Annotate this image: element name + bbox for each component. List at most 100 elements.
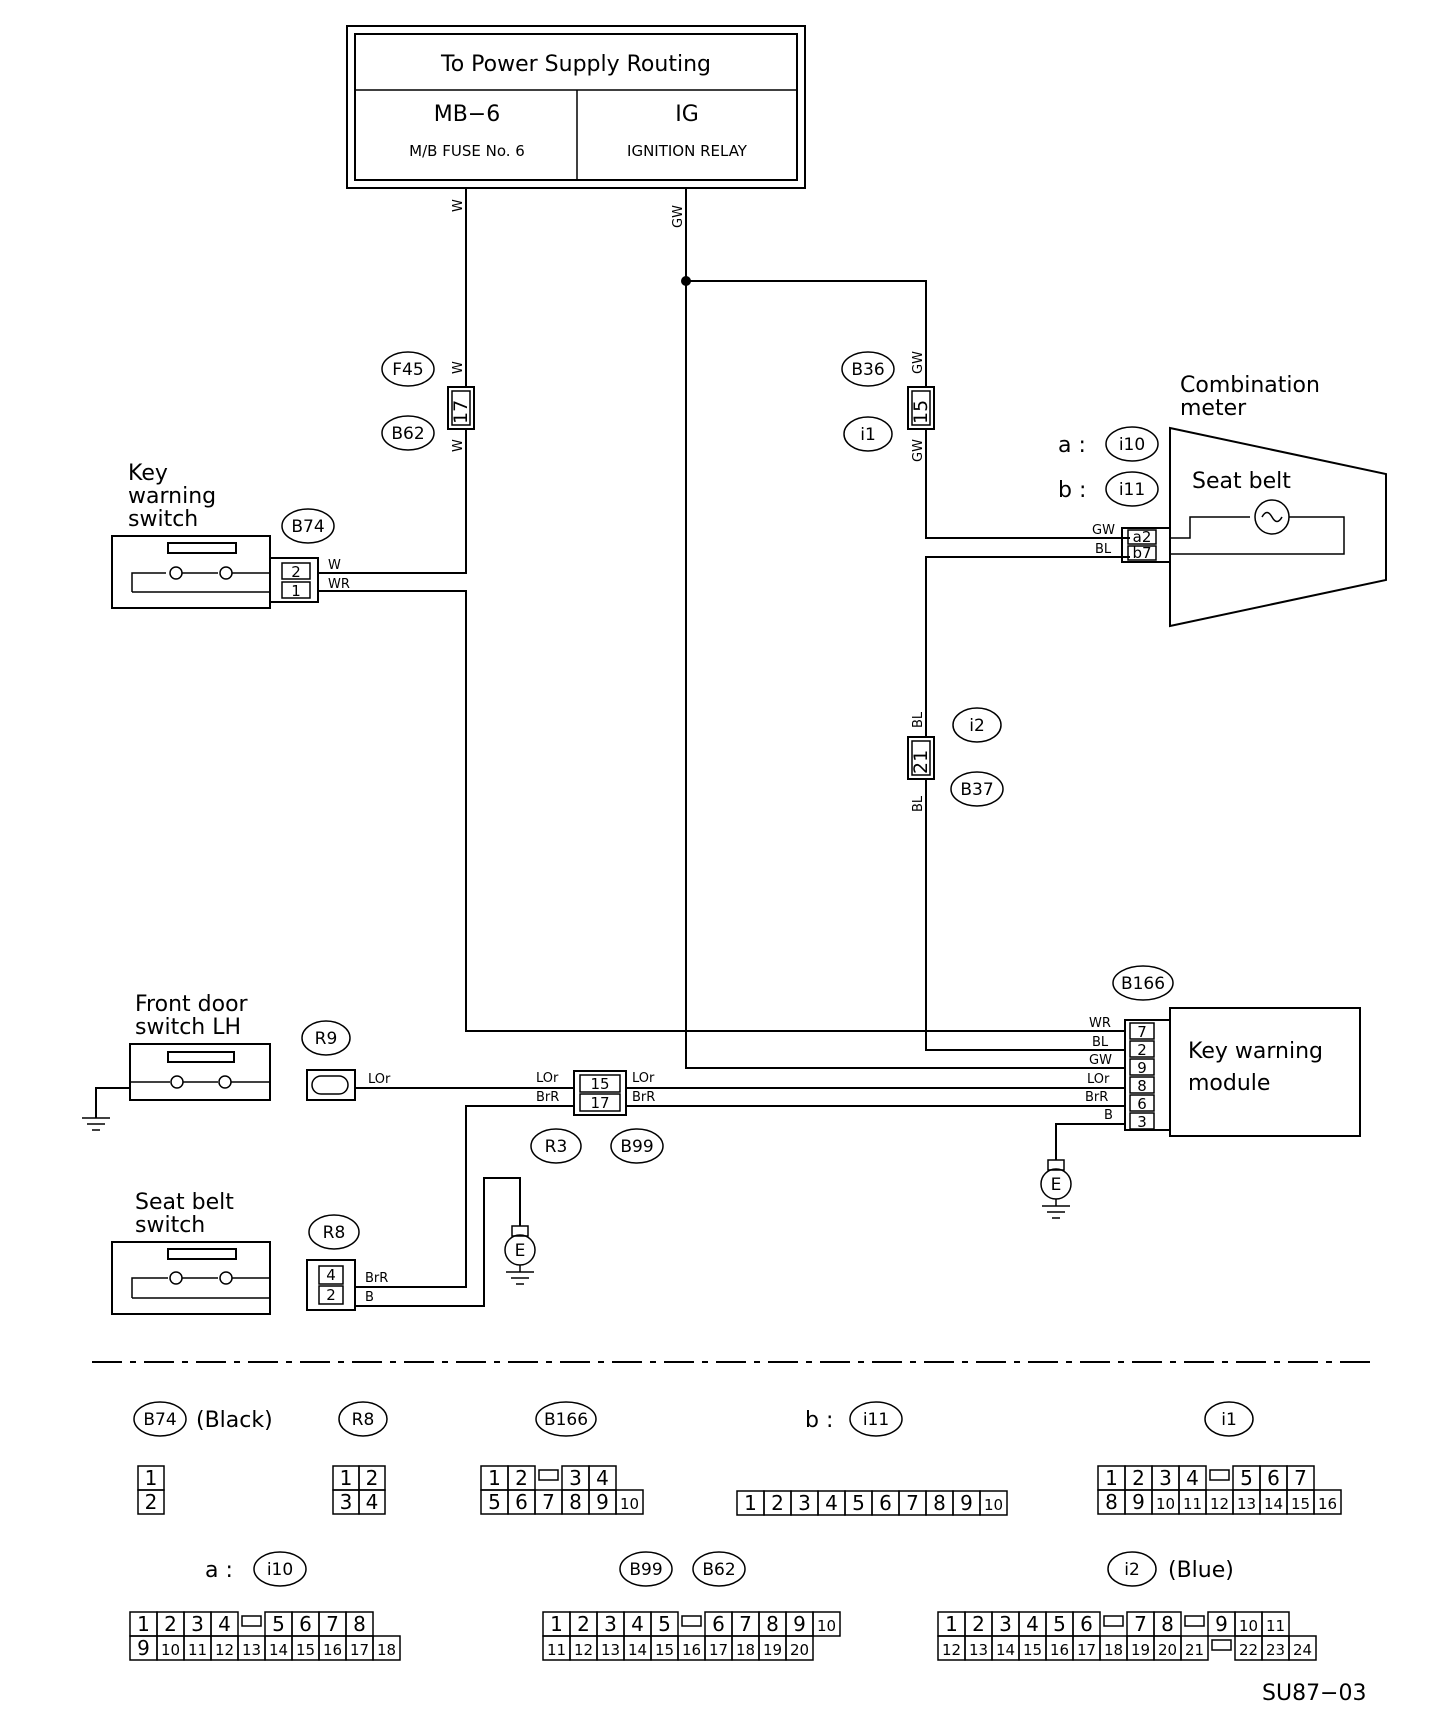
key-warning-module-label-1: Key warning — [1188, 1039, 1323, 1064]
legend-cell-gap-i2 — [1211, 1639, 1232, 1651]
wires — [95, 188, 1130, 1307]
wire-label-w-b62: W — [451, 439, 466, 452]
legend-pin-i2: 24 — [1293, 1641, 1312, 1659]
legend-pin-r8: 2 — [366, 1466, 379, 1490]
svg-text:8: 8 — [1137, 1077, 1147, 1095]
legend-pin-b99_b62: 10 — [817, 1617, 836, 1635]
front-door-switch-label-1: Front door — [135, 992, 249, 1017]
diagram-code: SU87−03 — [1262, 1681, 1367, 1706]
wire-label-w-f45: W — [451, 361, 466, 374]
wire-label-wr-b74: WR — [328, 577, 350, 592]
legend-pin-b99_b62: 6 — [712, 1612, 725, 1636]
wire-label-module-5: B — [1104, 1108, 1113, 1123]
wire-label-gw-meter: GW — [1092, 523, 1115, 538]
legend-pin-i1: 7 — [1294, 1466, 1307, 1490]
legend-pin-b166: 10 — [620, 1495, 639, 1513]
ground-e-module: E — [1040, 1159, 1072, 1219]
tag-b99: B99 — [620, 1137, 653, 1157]
legend-pin-b166: 6 — [515, 1490, 528, 1514]
combination-meter-label-1: Combination — [1180, 373, 1320, 398]
legend-pin-i1: 1 — [1105, 1466, 1118, 1490]
legend-pin-i10: 12 — [215, 1641, 234, 1659]
legend-pin-r8: 4 — [366, 1490, 379, 1514]
legend-pin-i10: 8 — [353, 1612, 366, 1636]
legend-tag-r8: R8 — [352, 1410, 375, 1430]
legend-pin-i2: 12 — [942, 1641, 961, 1659]
wire-brr-left — [355, 1105, 573, 1288]
wire-label-gw-b36: GW — [911, 351, 926, 374]
key-warning-switch-label-2: warning — [128, 484, 216, 509]
legend-pin-i10: 1 — [137, 1612, 150, 1636]
legend-pin-i11: 3 — [798, 1491, 811, 1515]
legend-pin-i1: 13 — [1237, 1495, 1256, 1513]
legend-pin-b166: 1 — [488, 1466, 501, 1490]
wire-bl-upper — [925, 556, 1130, 738]
legend-pin-i2: 8 — [1161, 1612, 1174, 1636]
wire-label-w-b74: W — [328, 558, 341, 573]
legend-pin-i2: 19 — [1131, 1641, 1150, 1659]
key-warning-switch-label-1: Key — [128, 461, 168, 486]
legend-tag-i1: i1 — [1221, 1410, 1237, 1430]
legend-cell-i10 — [372, 1635, 401, 1661]
legend-pin-i10: 10 — [161, 1641, 180, 1659]
ground-e-module-label: E — [1051, 1175, 1062, 1195]
legend-tag-b74: B74 — [143, 1410, 176, 1430]
legend-tag-b166: B166 — [544, 1410, 588, 1430]
mb6-label: MB−6 — [434, 102, 501, 127]
ignition-relay-label: IGNITION RELAY — [627, 142, 748, 160]
legend-pin-b99_b62: 11 — [547, 1641, 566, 1659]
wire-wr — [318, 590, 1125, 1032]
legend-pin-r8: 1 — [340, 1466, 353, 1490]
wire-gw-meter — [925, 428, 1130, 539]
svg-text:21: 21 — [910, 750, 932, 774]
tag-r9: R9 — [315, 1029, 338, 1049]
legend-tag-b62: B62 — [702, 1560, 735, 1580]
legend-pin-i11: 8 — [933, 1491, 946, 1515]
legend-pin-b99_b62: 13 — [601, 1641, 620, 1659]
svg-text:15: 15 — [590, 1075, 609, 1093]
meter-b-prefix: b : — [1058, 478, 1086, 503]
seat-belt-lamp-label: Seat belt — [1192, 469, 1291, 494]
legend-pin-i1: 14 — [1264, 1495, 1283, 1513]
legend-pin-i2: 3 — [999, 1612, 1012, 1636]
tag-i10: i10 — [1119, 435, 1145, 455]
legend-pin-i1: 8 — [1105, 1490, 1118, 1514]
legend-pin-i10: 2 — [164, 1612, 177, 1636]
legend-pin-i2: 1 — [945, 1612, 958, 1636]
ground-e-seatbelt: E — [504, 1225, 536, 1285]
connector-b36-i1: 15 B36 i1 — [841, 351, 935, 452]
legend-pin-b99_b62: 2 — [577, 1612, 590, 1636]
svg-text:7: 7 — [1137, 1023, 1147, 1041]
legend-pin-i10: 3 — [191, 1612, 204, 1636]
legend-pin-b99_b62: 17 — [709, 1641, 728, 1659]
legend-pin-b166: 8 — [569, 1490, 582, 1514]
legend-pin-b99_b62: 14 — [628, 1641, 647, 1659]
legend-cell-gap-i1 — [1209, 1469, 1230, 1481]
legend-pin-i2: 16 — [1050, 1641, 1069, 1659]
legend-pin-r8: 3 — [340, 1490, 353, 1514]
connector-f45-b62: 17 F45 B62 — [381, 351, 475, 451]
mb-fuse-label: M/B FUSE No. 6 — [409, 142, 525, 160]
wire-label-b-r8: B — [365, 1290, 374, 1305]
wire-label-brr-r8: BrR — [365, 1271, 388, 1286]
legend-cell-gap-i2 — [1184, 1615, 1205, 1627]
front-door-switch: Front door switch LH R9 — [82, 992, 356, 1131]
wire-gw-branch — [686, 280, 927, 388]
legend-pin-i10: 16 — [323, 1641, 342, 1659]
legend-pin-i1: 10 — [1156, 1495, 1175, 1513]
legend-pin-b99_b62: 3 — [604, 1612, 617, 1636]
wire-label-lor-r3: LOr — [536, 1071, 559, 1086]
front-door-switch-label-2: switch LH — [135, 1015, 241, 1040]
legend-pin-i1: 9 — [1132, 1490, 1145, 1514]
legend-pin-i2: 5 — [1053, 1612, 1066, 1636]
legend-pin-i1: 6 — [1267, 1466, 1280, 1490]
wire-b-seatbelt — [355, 1177, 521, 1307]
legend-pin-i2: 10 — [1239, 1617, 1258, 1635]
legend-pin-i10: 4 — [218, 1612, 231, 1636]
legend-pin-i2: 7 — [1134, 1612, 1147, 1636]
legend-cell-gap-i10 — [241, 1615, 262, 1627]
legend-pin-i1: 16 — [1318, 1495, 1337, 1513]
combination-meter-label-2: meter — [1180, 396, 1247, 421]
